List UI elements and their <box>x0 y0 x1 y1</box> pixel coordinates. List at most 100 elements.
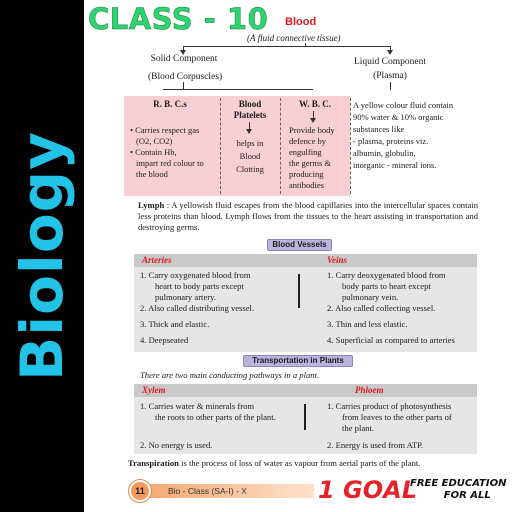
blood-vessels-title: Blood Vessels <box>267 239 332 251</box>
xylem-item: the roots to other parts of the plant. <box>155 412 276 422</box>
blood-vessels-table: Arteries Veins 1. Carry oxygenated blood… <box>134 254 477 352</box>
footer-bar <box>134 484 314 498</box>
lymph-paragraph: Lymph : A yellowish fluid escapes from t… <box>138 200 478 233</box>
liquid-component-label: Liquid Component <box>353 57 427 67</box>
tree-left-arrow-icon <box>180 50 186 55</box>
page-number: 11 <box>129 480 151 502</box>
transpiration-paragraph: Transpiration is the process of loss of … <box>128 458 420 468</box>
platelets-arrow-stem <box>249 122 250 130</box>
lymph-text: : A yellowish fluid escapes from the blo… <box>138 200 478 232</box>
veins-item: pulmonary vein. <box>342 292 399 302</box>
divider-platelets-wbc <box>280 98 281 194</box>
solid-to-boxes-line <box>183 82 184 90</box>
xylem-item: 1. Carries water & minerals from <box>140 401 255 411</box>
solid-component-label: Solid Component <box>150 54 218 64</box>
arteries-item: 2. Also called distributing vessel. <box>140 303 255 313</box>
veins-item: 3. Thin and less elastic. <box>327 319 408 329</box>
blood-vessels-header-bar <box>134 254 477 267</box>
xylem-list: 1. Carries water & minerals from the roo… <box>140 401 276 451</box>
wbc-list: Provide body defence by engulfing the ge… <box>289 125 335 191</box>
wbc-item: the germs & <box>289 158 332 168</box>
brand-logo: 1 GOAL <box>318 476 418 504</box>
divider-rbc-platelets <box>220 98 221 194</box>
rbc-item: (O2, CO2) <box>136 136 173 146</box>
rbc-list: • Carries respect gas (O2, CO2) • Contai… <box>130 125 204 180</box>
solid-component: Solid Component (Blood Corpuscles) <box>148 52 223 84</box>
transport-intro: There are two main conducting pathways i… <box>140 370 320 380</box>
tree-right-arrow-icon <box>387 50 393 55</box>
phloem-list: 1. Carries product of photosynthesis fro… <box>327 401 452 451</box>
wbc-item: defence by <box>289 136 327 146</box>
veins-heading: Veins <box>327 255 348 265</box>
brand-tagline: FREE EDUCATION FOR ALL <box>410 478 506 502</box>
veins-list: 1. Carry deoxygenated blood from body pa… <box>327 270 455 346</box>
veins-item: body parts to heart except <box>342 281 431 291</box>
wbc-item: producing <box>289 169 324 179</box>
liquid-component: Liquid Component (Plasma) <box>348 55 432 83</box>
platelets-item: helps in <box>236 138 264 148</box>
phloem-item: 1. Carries product of photosynthesis <box>327 401 452 411</box>
plasma-line: 90% water & 10% organic <box>353 112 444 122</box>
transpiration-text: is the process of loss of water as vapou… <box>178 458 421 468</box>
vessels-divider <box>298 274 300 308</box>
tagline-line: FREE EDUCATION <box>410 478 507 489</box>
platelets-list: helps in Blood Clotting <box>222 137 278 176</box>
wbc-item: Provide body <box>289 125 335 135</box>
solid-component-sub: (Blood Corpuscles) <box>148 72 223 82</box>
footer-label: Bio - Class (SA-I) - X <box>168 486 247 496</box>
plasma-line: inorganic - mineral ions. <box>353 160 437 170</box>
transport-title: Transportation in Plants <box>243 355 353 367</box>
plasma-line: A yellow colour fluid contain <box>353 100 454 110</box>
plasma-box <box>350 96 478 196</box>
wbc-arrow-stem <box>313 111 314 119</box>
wbc-item: antibodies <box>289 180 324 190</box>
tree-center-stem <box>305 43 306 47</box>
arteries-item: 1. Carry oxygenated blood from <box>140 270 251 280</box>
arteries-item: pulmonary artery. <box>155 292 217 302</box>
tagline-line: FOR ALL <box>443 490 491 501</box>
transpiration-term: Transpiration <box>128 458 179 468</box>
plasma-line: substances like <box>353 124 405 134</box>
arteries-item: 4. Deepseated <box>140 335 189 345</box>
platelets-title: Blood Platelets <box>222 99 278 121</box>
wbc-arrow-icon <box>310 118 316 123</box>
rbc-item: • Carries respect gas <box>130 125 200 135</box>
sidebar-subject-label: Biology <box>8 131 76 381</box>
topic-title: Blood <box>285 16 317 28</box>
sidebar: Biology <box>0 0 84 512</box>
arteries-heading: Arteries <box>142 255 172 265</box>
tree-horizontal-line <box>183 46 390 47</box>
boxes-branch-line <box>163 89 313 90</box>
arteries-list: 1. Carry oxygenated blood from heart to … <box>140 270 254 346</box>
platelets-item: Clotting <box>236 164 264 174</box>
topic-subtitle: (A fluid connective tissue) <box>247 33 341 43</box>
rbc-title: R. B. C.s <box>153 99 187 109</box>
transport-divider <box>304 404 306 430</box>
xylem-heading: Xylem <box>142 385 166 395</box>
platelets-title-line: Platelets <box>233 110 267 120</box>
xylem-item: 2. No energy is used. <box>140 440 213 450</box>
liquid-to-box-line <box>390 82 391 90</box>
rbc-item: impart red colour to <box>136 158 204 168</box>
phloem-item: 2. Energy is used from ATP. <box>327 440 424 450</box>
phloem-heading: Phloem <box>355 385 384 395</box>
veins-item: 4. Superficial as compared to arteries <box>327 335 455 345</box>
arteries-item: heart to body parts except <box>155 281 244 291</box>
tree-left-stem <box>183 46 184 50</box>
plasma-line: - plasma, proteins viz. <box>353 136 429 146</box>
phloem-item: from leaves to the other parts of <box>342 412 452 422</box>
rbc-item: the blood <box>136 169 168 179</box>
veins-item: 2. Also called collecting vessel. <box>327 303 436 313</box>
plasma-description: A yellow colour fluid contain 90% water … <box>353 99 453 171</box>
transport-header-bar <box>134 384 477 397</box>
liquid-component-sub: (Plasma) <box>373 71 407 81</box>
rbc-item: • Contain Hb, <box>130 147 177 157</box>
arteries-item: 3. Thick and elastic. <box>140 319 210 329</box>
platelets-item: Blood <box>239 151 261 161</box>
phloem-item: the plant. <box>342 423 374 433</box>
class-title: CLASS - 10 <box>88 2 269 37</box>
transport-table: Xylem Phloem 1. Carries water & minerals… <box>134 384 477 454</box>
lymph-term: Lymph <box>138 200 165 210</box>
divider-wbc-plasma <box>350 98 351 194</box>
wbc-title: W. B. C. <box>299 99 331 109</box>
